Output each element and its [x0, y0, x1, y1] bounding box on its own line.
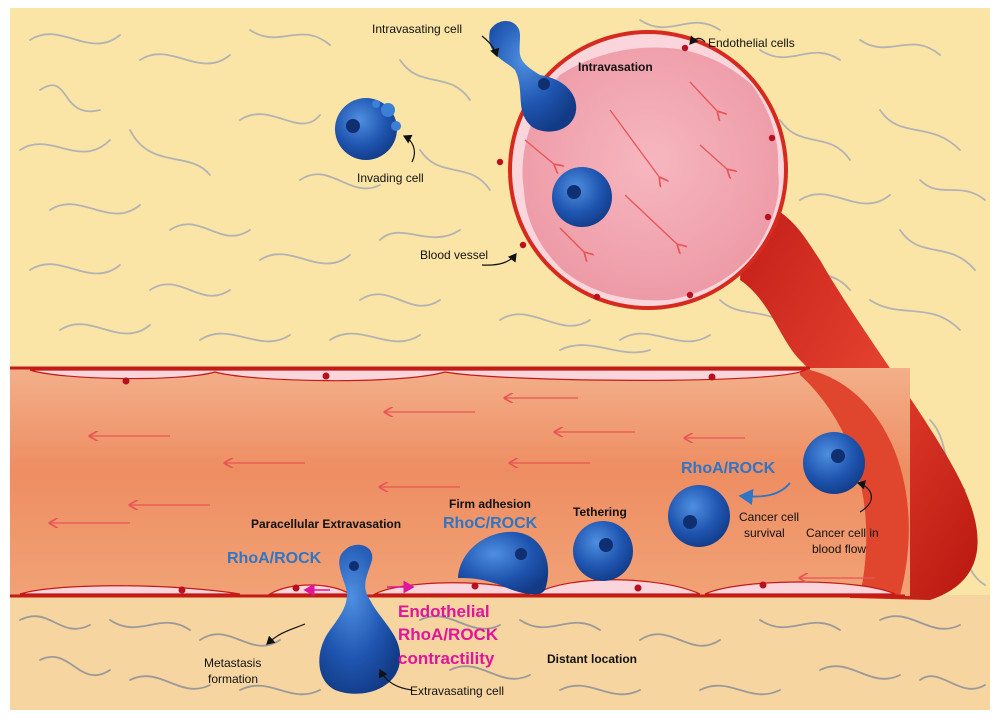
cancer-cell-survival — [668, 485, 730, 547]
label-endothelial-cells: Endothelial cells — [708, 36, 795, 50]
circulating-cell-cross-section — [552, 167, 612, 227]
top-endothelium — [29, 369, 808, 385]
label-blood-vessel: Blood vessel — [420, 248, 488, 262]
intravasating-cell — [489, 20, 577, 132]
extravasating-cell — [319, 544, 401, 694]
vessel-lumen — [10, 368, 910, 596]
label-endothelial-2: RhoA/ROCK — [398, 625, 499, 644]
vessel-cross-section-lumen — [522, 47, 779, 301]
pointer-arrows — [266, 35, 872, 691]
label-rhoa-rock-bottom: RhoA/ROCK — [227, 550, 322, 567]
contractility-arrows — [303, 580, 415, 597]
tethering-cell — [573, 521, 633, 581]
label-intravasation: Intravasation — [578, 60, 653, 74]
cross-section-flow — [524, 81, 728, 253]
flow-arrows — [50, 398, 875, 578]
cancer-cell-blood-flow — [803, 432, 865, 494]
label-cancer-cell-blood-1: Cancer cell in — [806, 526, 879, 540]
label-metastasis-1: Metastasis — [204, 656, 261, 670]
label-intravasating-cell: Intravasating cell — [372, 22, 462, 36]
label-rhoa-rock-top: RhoA/ROCK — [681, 460, 776, 477]
lower-fibers — [19, 615, 986, 696]
invading-cell — [335, 98, 401, 160]
label-endothelial-3: contractility — [398, 649, 495, 668]
label-distant-location: Distant location — [547, 652, 637, 666]
label-invading-cell: Invading cell — [357, 171, 424, 185]
label-paracellular-extravasation: Paracellular Extravasation — [251, 517, 401, 531]
label-cancer-cell-survival-1: Cancer cell — [739, 510, 799, 524]
label-rhoc-rock: RhoC/ROCK — [443, 515, 538, 532]
label-cancer-cell-blood-2: blood flow — [812, 542, 866, 556]
vessel-end — [800, 368, 909, 596]
label-metastasis-2: formation — [208, 672, 258, 686]
label-endothelial-1: Endothelial — [398, 602, 490, 621]
firm-adhesion-cell — [458, 531, 549, 595]
lower-tissue — [10, 595, 990, 710]
label-firm-adhesion: Firm adhesion — [449, 497, 531, 511]
label-tethering: Tethering — [573, 505, 627, 519]
upper-fibers — [19, 19, 986, 354]
label-cancer-cell-survival-2: survival — [744, 526, 785, 540]
label-extravasating-cell: Extravasating cell — [410, 684, 504, 698]
cross-section-nuclei — [496, 44, 776, 301]
survival-arrow — [738, 482, 791, 506]
